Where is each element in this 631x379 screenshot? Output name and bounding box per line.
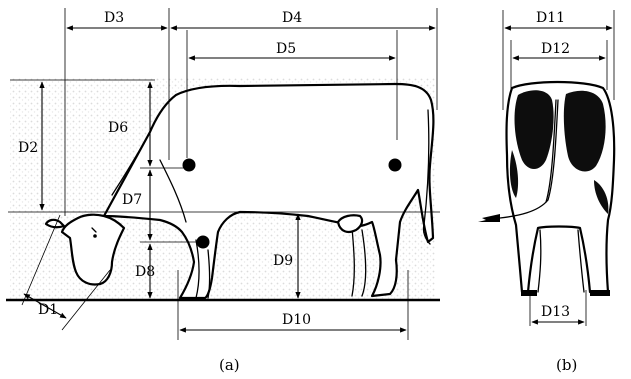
label-d4: D4 [282,10,302,26]
label-d6: D6 [108,120,128,136]
caption-a: (a) [219,356,240,374]
label-d5: D5 [276,41,296,57]
label-d3: D3 [104,10,124,26]
point-shoulder [182,158,196,172]
point-hip [388,158,402,172]
cow-side-view [44,82,435,300]
label-d12: D12 [541,41,570,57]
cow-rear-view [478,80,616,296]
extension-lines [8,8,440,340]
label-d2: D2 [18,140,38,156]
dimension-arrows [23,25,436,333]
label-d13: D13 [541,304,570,320]
label-d8: D8 [135,264,155,280]
extension-lines-b [502,10,615,326]
label-d1: D1 [38,302,58,318]
label-d10: D10 [282,312,311,328]
point-chest [196,235,210,249]
label-d11: D11 [536,10,565,26]
panel-b: D11 D12 D13 (b) [478,10,616,374]
label-d7: D7 [122,192,142,208]
dimension-arrows-b [504,25,613,325]
panel-a: D3 D4 D5 D2 D6 D7 D8 D9 D10 D1 (a) [6,8,440,374]
caption-b: (b) [556,356,577,374]
label-d9: D9 [273,253,293,269]
